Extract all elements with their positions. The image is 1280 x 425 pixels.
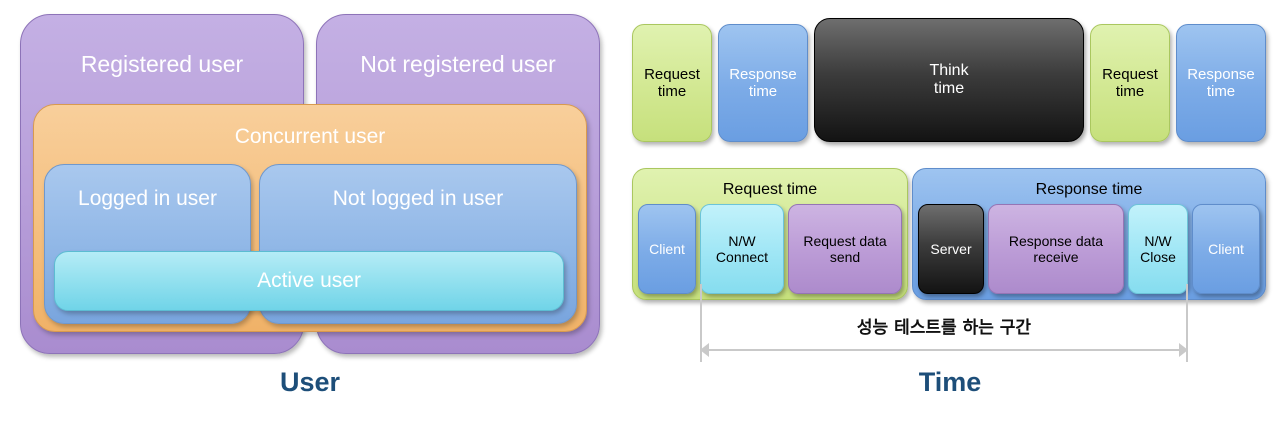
step-request-data-send-label: Request data send [803, 232, 887, 265]
caption-time: Time [918, 367, 982, 397]
step-client-request[interactable]: Client [638, 204, 696, 294]
step-client-response-label: Client [1208, 240, 1244, 257]
box-not-registered-user-label: Not registered user [360, 51, 556, 77]
timeline-request-time-2[interactable]: Request time [1090, 24, 1170, 142]
caption-user: User [279, 367, 341, 397]
box-logged-in-user-label: Logged in user [78, 187, 217, 210]
step-nw-close-label: N/W Close [1140, 232, 1176, 265]
timeline-request-time-1-label: Request time [644, 65, 700, 100]
step-request-data-send[interactable]: Request data send [788, 204, 902, 294]
step-server[interactable]: Server [918, 204, 984, 294]
arrow-left-icon [700, 343, 709, 357]
box-registered-user-label: Registered user [80, 51, 244, 77]
breakdown-request-time-title: Request time [722, 181, 818, 198]
step-response-data-receive-label: Response data receive [1008, 232, 1104, 265]
step-nw-connect-label: N/W Connect [715, 232, 769, 265]
step-server-label: Server [930, 240, 972, 257]
measure-tick-left [700, 284, 702, 362]
box-not-logged-in-user-label: Not logged in user [332, 187, 504, 210]
timeline-think-time-label: Think time [929, 61, 969, 97]
timeline-request-time-2-label: Request time [1102, 65, 1158, 100]
timeline-response-time-2[interactable]: Response time [1176, 24, 1266, 142]
measure-tick-right [1186, 284, 1188, 362]
timeline-request-time-1[interactable]: Request time [632, 24, 712, 142]
measure-arrow-line [700, 349, 1188, 351]
step-client-response[interactable]: Client [1192, 204, 1260, 294]
timeline-response-time-2-label: Response time [1187, 65, 1255, 100]
timeline-think-time[interactable]: Think time [814, 18, 1084, 142]
arrow-right-icon [1179, 343, 1188, 357]
breakdown-response-time-title: Response time [1035, 181, 1143, 198]
step-client-request-label: Client [649, 240, 685, 257]
measurement-span-label: 성능 테스트를 하는 구간 [856, 318, 1032, 338]
step-response-data-receive[interactable]: Response data receive [988, 204, 1124, 294]
step-nw-connect[interactable]: N/W Connect [700, 204, 784, 294]
box-active-user[interactable]: Active user [54, 251, 564, 311]
timeline-response-time-1[interactable]: Response time [718, 24, 808, 142]
box-active-user-label: Active user [257, 268, 361, 292]
step-nw-close[interactable]: N/W Close [1128, 204, 1188, 294]
timeline-response-time-1-label: Response time [729, 65, 797, 100]
box-concurrent-user-label: Concurrent user [234, 125, 386, 148]
